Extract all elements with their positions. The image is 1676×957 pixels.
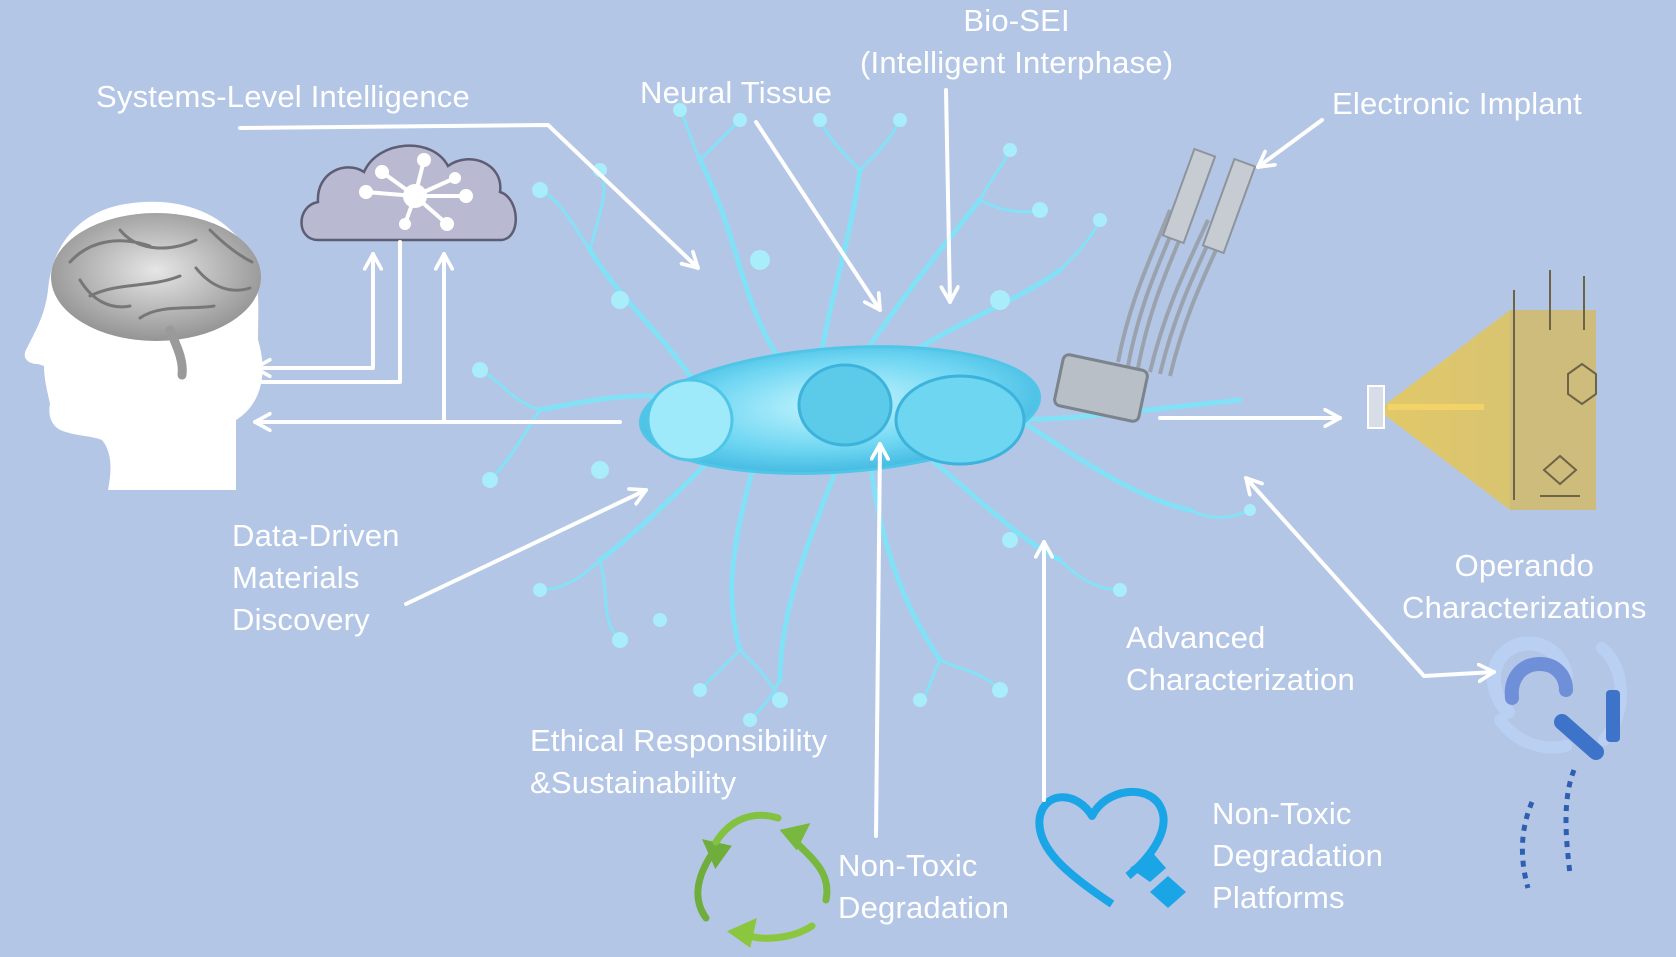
label-ethical-line-2: &Sustainability bbox=[530, 765, 737, 800]
arrow-bio-sei bbox=[946, 88, 950, 304]
label-operando-line-1: Operando bbox=[1454, 548, 1595, 583]
arrow-neural-tissue bbox=[754, 120, 882, 312]
arrow-electronic-implant bbox=[1256, 118, 1324, 169]
label-platforms-line-2: Degradation bbox=[1212, 838, 1384, 873]
label-non-toxic-line-1: Non-Toxic bbox=[838, 848, 978, 883]
electronic-implant-icon bbox=[1053, 147, 1257, 423]
arrow-systems-to-neuron bbox=[238, 123, 700, 270]
label-non-toxic-degradation-platforms: Non-Toxic Degradation Platforms bbox=[1212, 793, 1383, 919]
x-ray-beam-instrument-icon bbox=[1367, 270, 1597, 510]
label-operando-characterizations: Operando Characterizations bbox=[1402, 545, 1647, 629]
label-non-toxic-line-2: Degradation bbox=[838, 890, 1010, 925]
arrows bbox=[238, 88, 1496, 838]
arrow-data-driven bbox=[404, 490, 648, 606]
arrow-cloud-to-head-1 bbox=[253, 252, 373, 368]
label-advanced-characterization: Advanced Characterization bbox=[1126, 617, 1355, 701]
label-advanced-line-2: Characterization bbox=[1126, 662, 1355, 697]
label-non-toxic-degradation: Non-Toxic Degradation bbox=[838, 845, 1009, 929]
label-operando-line-2: Characterizations bbox=[1402, 590, 1647, 625]
label-data-driven-line-2: Materials bbox=[232, 560, 360, 595]
label-platforms-line-3: Platforms bbox=[1212, 880, 1345, 915]
label-platforms-line-1: Non-Toxic bbox=[1212, 796, 1352, 831]
network-cloud-icon bbox=[300, 144, 517, 242]
label-data-driven-line-3: Discovery bbox=[232, 602, 370, 637]
label-ethical-responsibility: Ethical Responsibility &Sustainability bbox=[530, 720, 827, 804]
label-data-driven-line-1: Data-Driven bbox=[232, 518, 400, 553]
characterization-headset-icon bbox=[1487, 636, 1627, 889]
label-bio-sei-line-1: Bio-SEI bbox=[963, 3, 1070, 38]
human-head-with-brain-icon bbox=[24, 201, 263, 490]
arrow-ethical bbox=[876, 442, 880, 838]
label-bio-sei-line-2: (Intelligent Interphase) bbox=[860, 45, 1174, 80]
label-neural-tissue: Neural Tissue bbox=[640, 75, 833, 110]
label-advanced-line-1: Advanced bbox=[1126, 620, 1266, 655]
arrow-operando bbox=[1244, 476, 1496, 676]
heart-icon bbox=[1035, 787, 1186, 908]
label-ethical-line-1: Ethical Responsibility bbox=[530, 723, 828, 758]
arrow-cloud-to-head-2 bbox=[256, 240, 402, 384]
recycle-icon bbox=[694, 811, 831, 948]
label-electronic-implant: Electronic Implant bbox=[1332, 86, 1582, 121]
label-data-driven-discovery: Data-Driven Materials Discovery bbox=[232, 515, 400, 641]
neuron-icon bbox=[472, 103, 1256, 727]
label-systems-level-intelligence: Systems-Level Intelligence bbox=[96, 79, 470, 114]
label-bio-sei: Bio-SEI (Intelligent Interphase) bbox=[860, 0, 1173, 84]
